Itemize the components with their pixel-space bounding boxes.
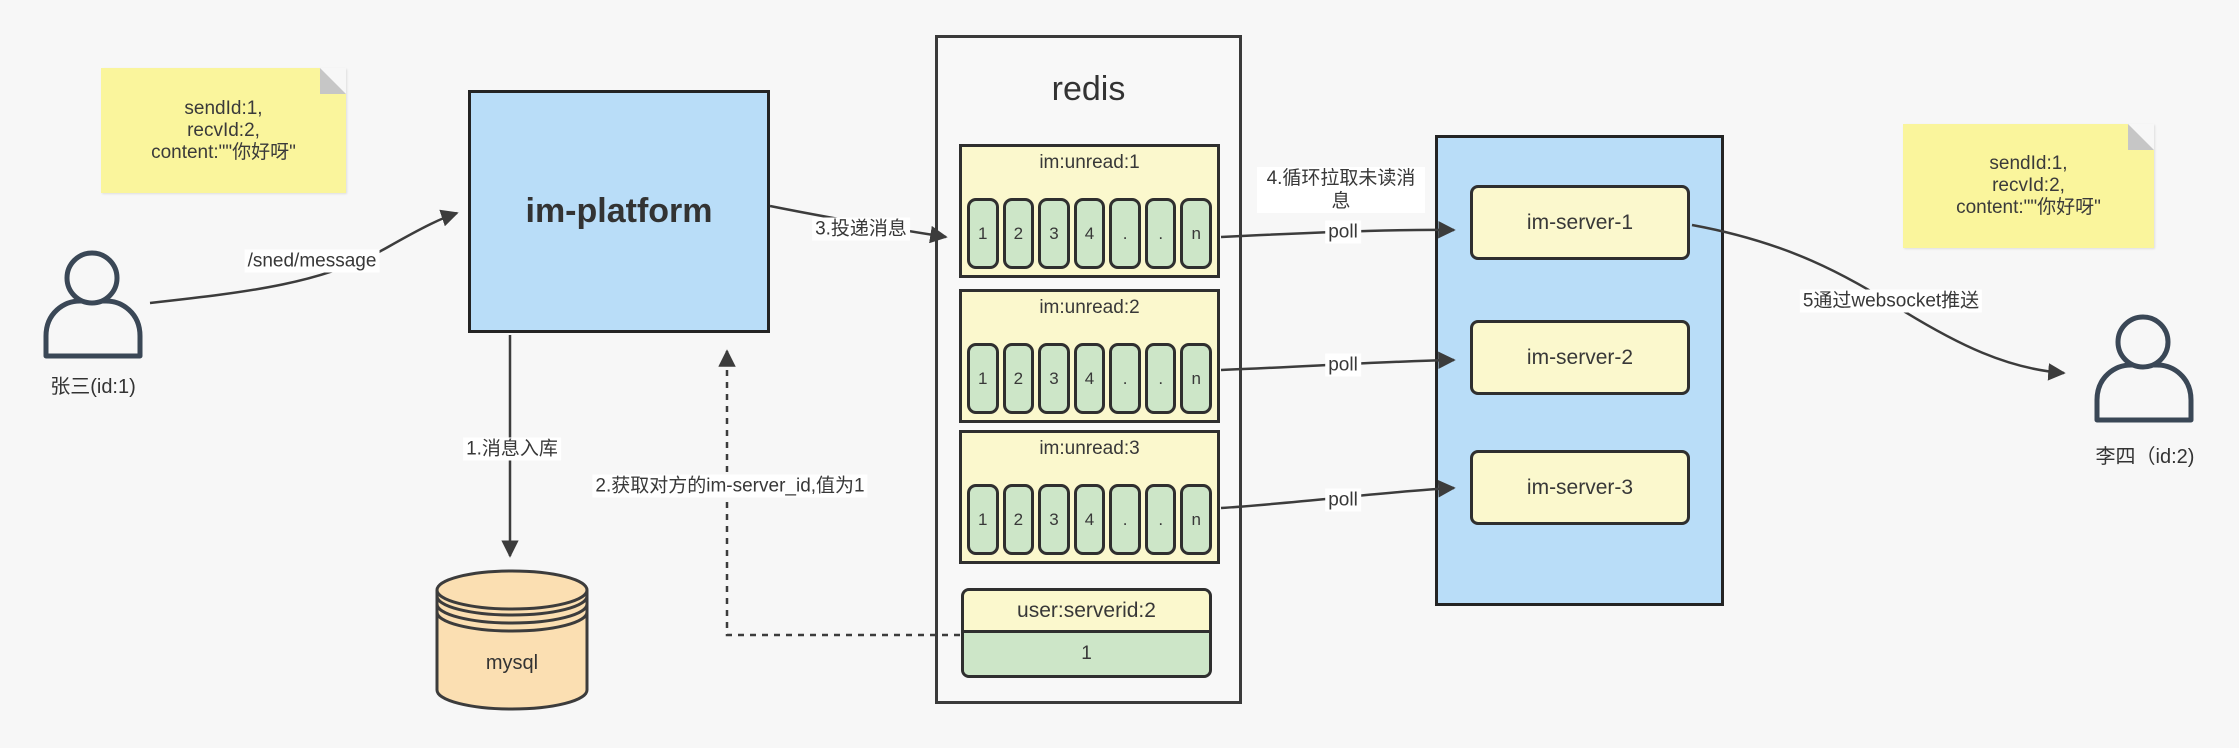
im-server-label: im-server-2 <box>1526 345 1634 369</box>
queue-im-unread-2: im:unread:2 1 2 3 4 . . n <box>959 289 1220 423</box>
queue-cell: 2 <box>1002 484 1035 555</box>
database-cylinder-icon <box>435 569 589 711</box>
queue-cell: . <box>1109 343 1141 414</box>
queue-cell: 3 <box>1038 198 1070 269</box>
edge-label-poll-3: poll <box>1325 488 1361 512</box>
mysql-label: mysql <box>485 652 539 674</box>
queue-header: im:unread:1 <box>1039 152 1140 173</box>
note-line: content:""你好呀" <box>151 141 296 163</box>
queue-cells: 1 2 3 4 . . n <box>967 198 1213 269</box>
user-serverid-value: 1 <box>964 633 1209 675</box>
queue-cell: 4 <box>1073 198 1106 269</box>
person-icon-sender <box>43 250 143 359</box>
note-line: recvId:2, <box>1992 175 2065 196</box>
im-server-2-box: im-server-2 <box>1470 320 1690 395</box>
edge-label-send-api: /sned/message <box>244 249 380 273</box>
queue-cell: 1 <box>967 343 999 414</box>
queue-cell: 4 <box>1073 343 1106 414</box>
im-server-3-box: im-server-3 <box>1470 450 1690 525</box>
note-line: recvId:2, <box>187 119 260 141</box>
queue-cell: . <box>1109 198 1141 269</box>
queue-cell: n <box>1180 198 1213 269</box>
note-line: sendId:1, <box>1989 153 2068 174</box>
im-platform-box: im-platform <box>468 90 770 333</box>
sticky-note-fold-icon <box>2128 124 2154 150</box>
queue-cell: . <box>1144 484 1177 555</box>
user-serverid-box: user:serverid:2 1 <box>961 588 1212 678</box>
queue-header: im:unread:2 <box>1039 297 1140 318</box>
im-platform-label: im-platform <box>525 192 713 230</box>
queue-im-unread-3: im:unread:3 1 2 3 4 . . n <box>959 430 1220 564</box>
sticky-note-fold-icon <box>320 68 346 94</box>
queue-cells: 1 2 3 4 . . n <box>967 484 1213 555</box>
sticky-note-right: sendId:1, recvId:2, content:""你好呀" <box>1903 124 2154 248</box>
sender-label: 张三(id:1) <box>50 376 136 398</box>
im-server-label: im-server-1 <box>1526 210 1634 234</box>
user-serverid-header: user:serverid:2 <box>964 591 1209 633</box>
queue-cell: 1 <box>967 484 999 555</box>
redis-title: redis <box>1051 70 1126 108</box>
queue-cell: . <box>1144 198 1177 269</box>
edge-label-step1: 1.消息入库 <box>463 437 561 461</box>
sticky-note-left: sendId:1, recvId:2, content:""你好呀" <box>101 68 346 193</box>
im-server-1-box: im-server-1 <box>1470 185 1690 260</box>
queue-cell: 1 <box>967 198 999 269</box>
queue-cell: 3 <box>1038 343 1070 414</box>
queue-cell: n <box>1180 343 1213 414</box>
receiver-label: 李四（id:2) <box>2095 446 2195 468</box>
edge-label-step4: 4.循环拉取未读消息 <box>1257 167 1425 213</box>
queue-cell: . <box>1109 484 1141 555</box>
queue-cell: 3 <box>1038 484 1070 555</box>
queue-cell: 2 <box>1002 343 1035 414</box>
queue-header: im:unread:3 <box>1039 438 1140 459</box>
edge-label-poll-2: poll <box>1325 353 1361 377</box>
edge-label-step2: 2.获取对方的im-server_id,值为1 <box>592 474 868 498</box>
queue-cell: 2 <box>1002 198 1035 269</box>
edge-label-step3: 3.投递消息 <box>812 217 910 241</box>
queue-cell: 4 <box>1073 484 1106 555</box>
queue-cell: . <box>1144 343 1177 414</box>
note-line: sendId:1, <box>184 97 263 119</box>
queue-im-unread-1: im:unread:1 1 2 3 4 . . n <box>959 144 1220 278</box>
note-line: content:""你好呀" <box>1956 197 2101 218</box>
im-server-label: im-server-3 <box>1526 475 1634 499</box>
queue-cell: n <box>1180 484 1213 555</box>
person-icon-receiver <box>2094 314 2194 423</box>
edge-label-poll-1: poll <box>1325 220 1361 244</box>
edge-label-step5: 5通过websocket推送 <box>1799 289 1983 313</box>
queue-cells: 1 2 3 4 . . n <box>967 343 1213 414</box>
